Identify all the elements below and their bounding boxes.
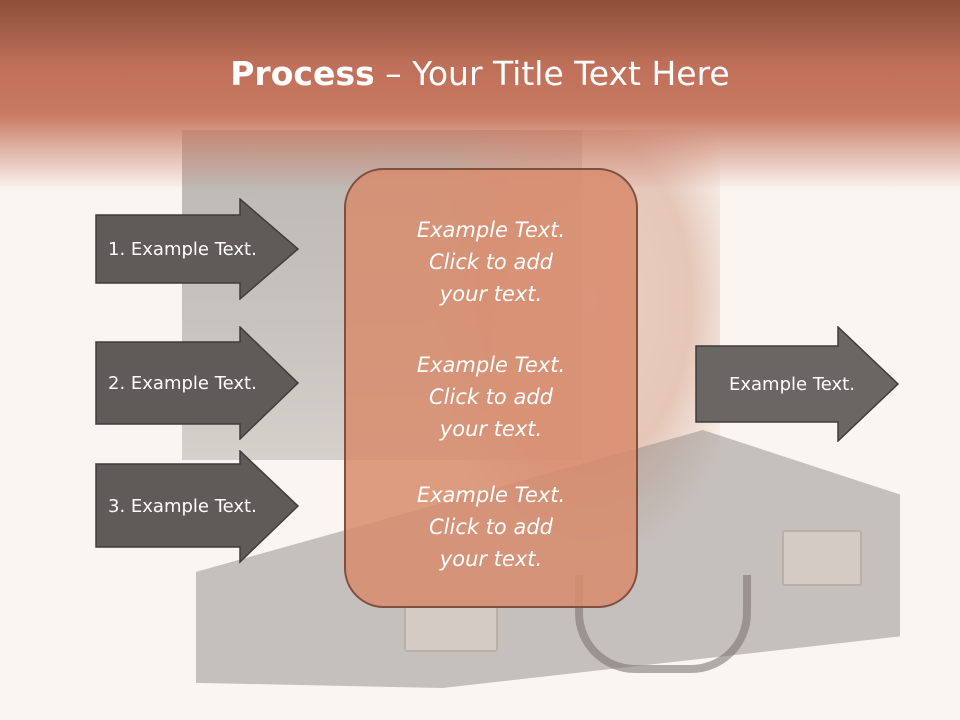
center-paragraph-3: Example Text. Click to add your text. bbox=[346, 479, 636, 575]
left-arrow-2[interactable]: 2. Example Text. bbox=[95, 326, 300, 440]
briefcase-handle bbox=[575, 575, 751, 673]
paragraph-line: Click to add bbox=[428, 250, 553, 274]
left-arrow-2-label: 2. Example Text. bbox=[108, 372, 257, 394]
center-paragraph-1: Example Text. Click to add your text. bbox=[346, 214, 636, 310]
paragraph-line: Example Text. bbox=[416, 353, 566, 377]
center-paragraph-2: Example Text. Click to add your text. bbox=[346, 349, 636, 445]
paragraph-line: Click to add bbox=[428, 385, 553, 409]
paragraph-line: Example Text. bbox=[416, 483, 566, 507]
paragraph-line: Example Text. bbox=[416, 218, 566, 242]
right-arrow[interactable]: Example Text. bbox=[695, 326, 900, 442]
paragraph-line: your text. bbox=[439, 417, 543, 441]
arrow-right-icon bbox=[95, 450, 300, 564]
center-text-box[interactable]: Example Text. Click to add your text. Ex… bbox=[344, 168, 638, 608]
paragraph-line: your text. bbox=[439, 282, 543, 306]
left-arrow-1[interactable]: 1. Example Text. bbox=[95, 198, 300, 300]
title-bold: Process bbox=[230, 54, 375, 93]
paragraph-line: Click to add bbox=[428, 515, 553, 539]
left-arrow-1-label: 1. Example Text. bbox=[108, 238, 257, 260]
briefcase-lock-right bbox=[782, 530, 862, 586]
title-rest: Your Title Text Here bbox=[412, 54, 730, 93]
paragraph-line: your text. bbox=[439, 547, 543, 571]
right-arrow-label: Example Text. bbox=[729, 373, 855, 395]
arrow-right-icon bbox=[95, 198, 300, 300]
header-band bbox=[0, 0, 960, 190]
title-dash: – bbox=[374, 54, 413, 93]
left-arrow-3[interactable]: 3. Example Text. bbox=[95, 450, 300, 564]
left-arrow-3-label: 3. Example Text. bbox=[108, 495, 257, 517]
arrow-right-icon bbox=[95, 326, 300, 440]
briefcase-lock-left bbox=[404, 604, 498, 652]
arrow-right-icon bbox=[695, 326, 900, 442]
slide-title[interactable]: Process – Your Title Text Here bbox=[0, 52, 960, 96]
